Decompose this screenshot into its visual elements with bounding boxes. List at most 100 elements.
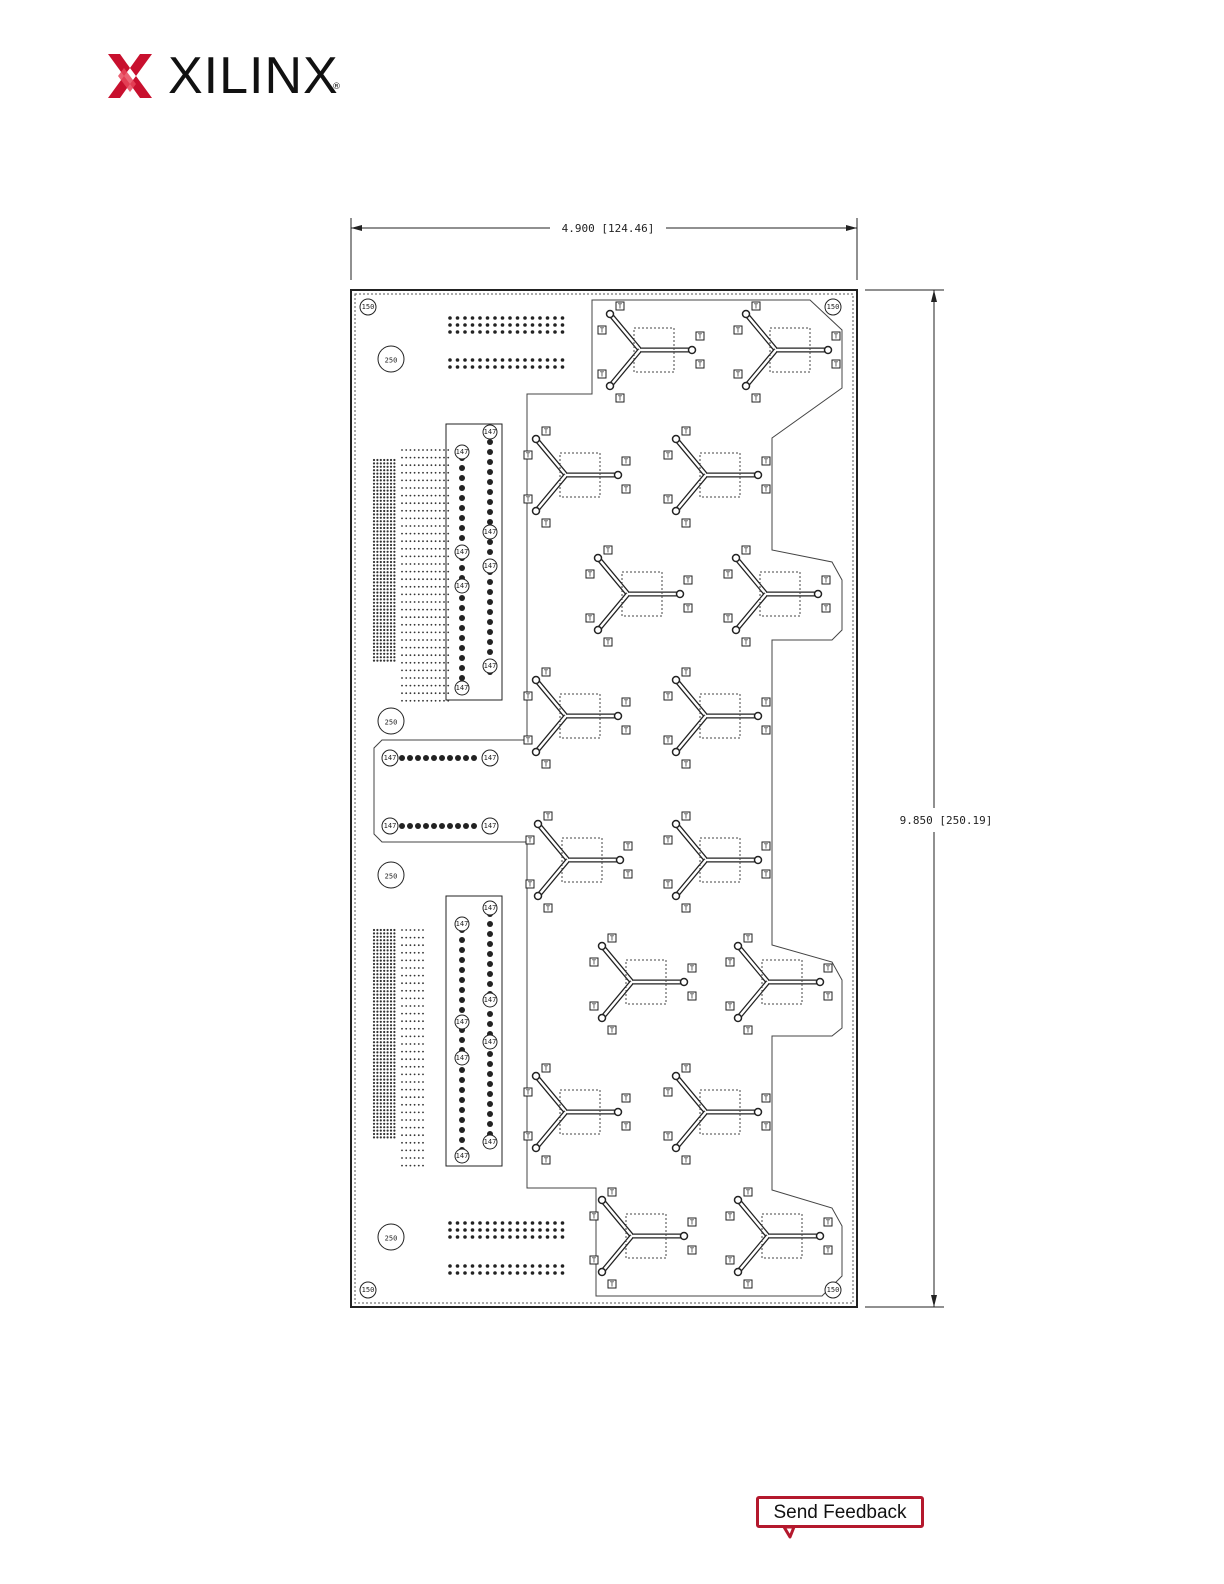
via-dot bbox=[447, 479, 450, 482]
test-point bbox=[761, 725, 771, 735]
via-dot bbox=[430, 563, 433, 565]
via-dot bbox=[383, 1122, 386, 1125]
test-point bbox=[525, 835, 535, 845]
via-dot bbox=[393, 567, 396, 570]
connector-pin bbox=[459, 1037, 465, 1043]
via-dot bbox=[434, 456, 437, 459]
footprint-pad bbox=[613, 711, 623, 721]
via-dot bbox=[409, 1035, 412, 1038]
send-feedback-button[interactable]: Send Feedback bbox=[756, 1496, 924, 1528]
via-dot bbox=[372, 935, 376, 938]
via-dot bbox=[372, 486, 376, 489]
header-pin bbox=[560, 1221, 565, 1225]
via-dot bbox=[434, 563, 437, 565]
via-dot bbox=[426, 699, 429, 702]
via-dot bbox=[447, 525, 450, 527]
via-dot bbox=[383, 1105, 386, 1108]
connector-pin bbox=[447, 755, 453, 761]
via-dot bbox=[386, 976, 389, 979]
via-dot bbox=[417, 997, 420, 1000]
test-point-label: T bbox=[764, 1095, 769, 1103]
via-dot bbox=[401, 532, 403, 535]
via-dot bbox=[393, 622, 396, 625]
via-dot bbox=[417, 1164, 420, 1167]
via-dot bbox=[393, 1061, 396, 1064]
via-dot bbox=[413, 677, 416, 679]
via-dot bbox=[422, 951, 424, 954]
via-dot bbox=[386, 1041, 389, 1044]
via-dot bbox=[379, 990, 382, 993]
via-dot bbox=[383, 1102, 386, 1105]
via-dot bbox=[401, 669, 403, 672]
header-pin bbox=[553, 1228, 557, 1232]
connector-pin bbox=[487, 439, 493, 445]
via-dot bbox=[386, 1136, 389, 1139]
via-dot bbox=[386, 1051, 389, 1054]
via-dot bbox=[413, 1058, 416, 1061]
via-dot bbox=[438, 669, 441, 672]
via-dot bbox=[417, 646, 420, 649]
via-dot bbox=[372, 649, 376, 652]
via-dot bbox=[386, 526, 389, 530]
via-dot bbox=[376, 469, 379, 472]
via-dot bbox=[438, 509, 441, 512]
via-dot bbox=[438, 494, 441, 497]
via-dot bbox=[393, 571, 396, 574]
via-dot bbox=[405, 692, 408, 695]
via-dot bbox=[389, 1109, 393, 1112]
header-pin bbox=[530, 358, 535, 362]
via-dot bbox=[386, 986, 389, 989]
via-dot bbox=[372, 942, 376, 945]
test-point bbox=[761, 1121, 771, 1131]
connector-pin bbox=[399, 823, 405, 829]
via-dot bbox=[383, 503, 386, 506]
header-pin bbox=[508, 330, 512, 334]
via-dot bbox=[389, 1115, 393, 1119]
connector-pin bbox=[459, 937, 465, 943]
via-dot bbox=[389, 601, 393, 604]
via-dot bbox=[379, 649, 382, 652]
via-dot bbox=[405, 974, 408, 977]
via-dot bbox=[393, 949, 396, 952]
via-dot bbox=[405, 1081, 408, 1083]
via-dot bbox=[379, 1129, 382, 1132]
via-dot bbox=[405, 654, 408, 657]
via-dot bbox=[413, 547, 416, 550]
via-dot bbox=[389, 1105, 393, 1108]
via-dot bbox=[434, 547, 437, 550]
via-dot bbox=[405, 563, 408, 565]
test-point bbox=[541, 759, 551, 769]
via-dot bbox=[417, 1111, 420, 1114]
footprint-arm-core bbox=[675, 679, 707, 717]
via-dot bbox=[376, 530, 379, 533]
via-dot bbox=[379, 659, 382, 662]
via-dot bbox=[383, 462, 386, 465]
via-dot bbox=[376, 628, 379, 632]
via-dot bbox=[386, 1102, 389, 1105]
via-dot bbox=[393, 1010, 396, 1013]
via-dot bbox=[409, 1027, 412, 1030]
via-dot bbox=[386, 503, 389, 506]
via-dot bbox=[393, 554, 396, 557]
connector-pin bbox=[459, 615, 465, 621]
via-dot bbox=[405, 1119, 408, 1121]
via-dot bbox=[430, 547, 433, 550]
header-pin bbox=[485, 1235, 490, 1239]
via-dot bbox=[386, 1003, 389, 1006]
test-point bbox=[663, 735, 673, 745]
via-dot bbox=[386, 506, 389, 509]
via-dot bbox=[386, 659, 389, 662]
via-dot bbox=[405, 487, 408, 489]
header-pin bbox=[515, 1235, 520, 1239]
via-dot bbox=[447, 646, 450, 649]
via-dot bbox=[413, 1043, 416, 1045]
via-dot bbox=[389, 945, 393, 949]
header-pin bbox=[553, 330, 557, 334]
connector-pin bbox=[459, 465, 465, 471]
via-dot bbox=[413, 593, 416, 596]
via-dot bbox=[401, 1164, 403, 1167]
via-dot bbox=[389, 1024, 393, 1027]
header-pin bbox=[523, 1271, 527, 1275]
test-point-label: T bbox=[736, 327, 741, 335]
